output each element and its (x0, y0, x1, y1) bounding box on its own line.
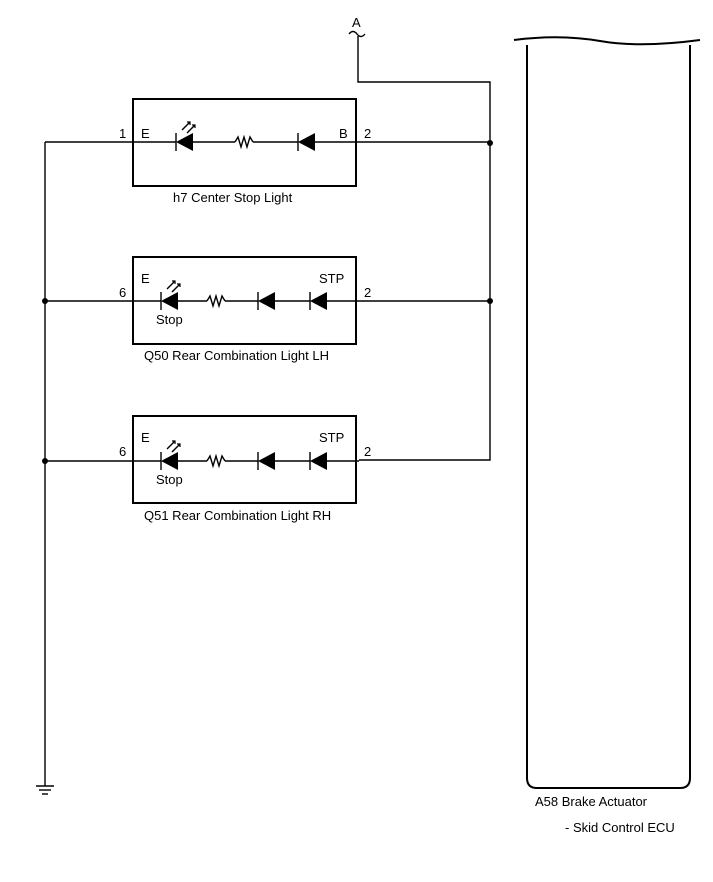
diode-icon (309, 452, 327, 470)
component-q50: 6 E Stop STP 2 Q50 Rear Combination Ligh… (45, 256, 490, 363)
pin-number: 2 (364, 126, 371, 141)
diode-icon (257, 292, 275, 310)
ecu-a58: A58 Brake Actuator - Skid Control ECU (513, 36, 701, 835)
pin-name: STP (319, 271, 344, 286)
junction-dot (487, 140, 493, 146)
pin-number: 6 (119, 285, 126, 300)
component-caption: h7 Center Stop Light (173, 190, 293, 205)
pin-number: 2 (364, 285, 371, 300)
ecu-box (513, 36, 701, 789)
diode-icon (297, 133, 315, 151)
pin-name: STP (319, 430, 344, 445)
ecu-caption-sub: - Skid Control ECU (565, 820, 675, 835)
component-q51: 6 E Stop STP 2 Q51 Rear Combination Ligh… (45, 415, 371, 523)
pin-number: 2 (364, 444, 371, 459)
led-icon (160, 440, 181, 470)
resistor-icon (206, 453, 226, 469)
component-h7: 1 E B 2 h7 Center Stop Light (45, 98, 490, 205)
resistor-icon (234, 134, 254, 150)
led-label: Stop (156, 312, 183, 327)
connector-a-label: A (352, 15, 361, 30)
ecu-caption: A58 Brake Actuator (535, 794, 648, 809)
connector-a: A (348, 15, 491, 461)
led-icon (175, 121, 196, 151)
led-icon (160, 280, 181, 310)
power-wire-a (357, 36, 491, 461)
diode-icon (257, 452, 275, 470)
diode-icon (309, 292, 327, 310)
ground-icon (36, 785, 54, 795)
led-label: Stop (156, 472, 183, 487)
pin-name: E (141, 126, 150, 141)
component-caption: Q51 Rear Combination Light RH (144, 508, 331, 523)
pin-name: E (141, 430, 150, 445)
pin-name: B (339, 126, 348, 141)
component-caption: Q50 Rear Combination Light LH (144, 348, 329, 363)
pin-number: 1 (119, 126, 126, 141)
component-box (132, 415, 357, 504)
pin-number: 6 (119, 444, 126, 459)
ground-bus (36, 142, 54, 795)
pin-name: E (141, 271, 150, 286)
resistor-icon (206, 293, 226, 309)
connector-break-icon (348, 30, 366, 38)
